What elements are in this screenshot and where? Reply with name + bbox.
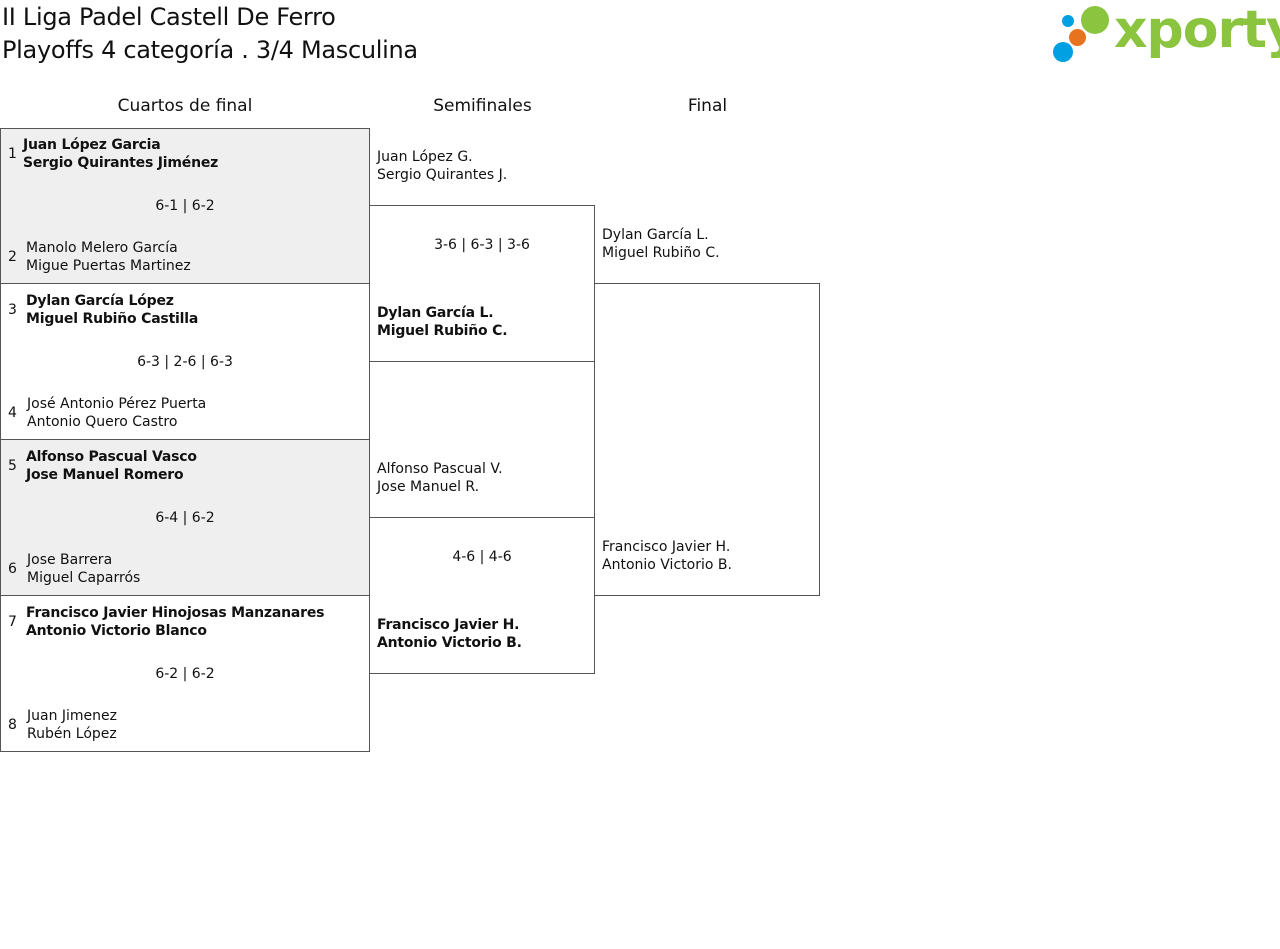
player-name: Jose Barrera xyxy=(27,552,113,568)
player-name: Sergio Quirantes J. xyxy=(377,167,508,183)
semifinal-match-1[interactable]: 3-6 | 6-3 | 3-6 Dylan García L. Miguel R… xyxy=(369,205,595,362)
tournament-title: II Liga Padel Castell De Ferro xyxy=(2,3,336,31)
logo-text: xporty xyxy=(1114,0,1280,60)
player-name: Juan Jimenez xyxy=(27,708,118,724)
team-winner[interactable]: Alfonso Pascual Vasco Jose Manuel Romero xyxy=(26,448,197,484)
xporty-logo[interactable]: xporty xyxy=(1052,0,1280,68)
player-name: Antonio Victorio B. xyxy=(602,557,732,573)
player-name: Sergio Quirantes Jiménez xyxy=(23,155,219,171)
logo-dot-blue-icon xyxy=(1053,42,1073,62)
player-name: Antonio Quero Castro xyxy=(27,414,178,430)
player-name: Miguel Rubiño C. xyxy=(602,245,720,261)
player-name: Jose Manuel R. xyxy=(377,479,480,495)
team-winner[interactable]: Dylan García L. Miguel Rubiño C. xyxy=(377,304,508,340)
semifinal-match-2[interactable]: 4-6 | 4-6 Francisco Javier H. Antonio Vi… xyxy=(369,517,595,674)
team-winner[interactable]: Francisco Javier H. Antonio Victorio B. xyxy=(377,616,522,652)
match-score: 6-4 | 6-2 xyxy=(155,510,215,526)
quarterfinal-match-1[interactable]: 1 Juan López Garcia Sergio Quirantes Jim… xyxy=(0,128,370,284)
logo-dot-blue-small-icon xyxy=(1062,15,1074,27)
team-loser[interactable]: Manolo Melero García Migue Puertas Marti… xyxy=(26,239,191,275)
final-team-top[interactable]: Dylan García L. Miguel Rubiño C. xyxy=(602,226,720,262)
team-winner[interactable]: Francisco Javier Hinojosas Manzanares An… xyxy=(26,604,324,640)
quarterfinal-match-4[interactable]: 7 Francisco Javier Hinojosas Manzanares … xyxy=(0,595,370,752)
match-score: 4-6 | 4-6 xyxy=(452,549,512,565)
team-loser[interactable]: Juan Jimenez Rubén López xyxy=(27,707,117,743)
player-name: Dylan García López xyxy=(26,293,174,309)
match-score: 6-1 | 6-2 xyxy=(155,198,215,214)
quarterfinal-match-3[interactable]: 5 Alfonso Pascual Vasco Jose Manuel Rome… xyxy=(0,439,370,596)
player-name: Francisco Javier H. xyxy=(377,617,520,633)
quarterfinal-match-2[interactable]: 3 Dylan García López Miguel Rubiño Casti… xyxy=(0,283,370,440)
team-winner[interactable]: Juan López Garcia Sergio Quirantes Jimén… xyxy=(23,136,218,172)
player-name: Migue Puertas Martinez xyxy=(26,258,191,274)
team-loser[interactable]: Jose Barrera Miguel Caparrós xyxy=(27,551,140,587)
team-loser[interactable]: José Antonio Pérez Puerta Antonio Quero … xyxy=(27,395,206,431)
seed-number: 5 xyxy=(8,458,17,474)
player-name: José Antonio Pérez Puerta xyxy=(27,396,207,412)
match-score: 6-3 | 2-6 | 6-3 xyxy=(137,354,233,370)
player-name: Juan López Garcia xyxy=(23,137,161,153)
seed-number: 8 xyxy=(8,717,17,733)
player-name: Manolo Melero García xyxy=(26,240,178,256)
player-name: Antonio Victorio B. xyxy=(377,635,522,651)
semifinal-1-team-top[interactable]: Juan López G. Sergio Quirantes J. xyxy=(377,148,507,184)
round-header-semifinals: Semifinales xyxy=(433,96,532,116)
player-name: Alfonso Pascual V. xyxy=(377,461,503,477)
tournament-subtitle: Playoffs 4 categoría . 3/4 Masculina xyxy=(2,36,418,64)
logo-dot-green-icon xyxy=(1081,6,1109,34)
player-name: Alfonso Pascual Vasco xyxy=(26,449,197,465)
seed-number: 1 xyxy=(8,146,17,162)
player-name: Juan López G. xyxy=(377,149,473,165)
player-name: Jose Manuel Romero xyxy=(26,467,184,483)
seed-number: 2 xyxy=(8,249,17,265)
round-header-final: Final xyxy=(687,96,728,116)
team-winner[interactable]: Dylan García López Miguel Rubiño Castill… xyxy=(26,292,198,328)
logo-dot-orange-icon xyxy=(1069,29,1086,46)
player-name: Dylan García L. xyxy=(602,227,709,243)
player-name: Francisco Javier H. xyxy=(602,539,731,555)
seed-number: 6 xyxy=(8,561,17,577)
round-header-quarterfinals: Cuartos de final xyxy=(117,96,253,116)
seed-number: 7 xyxy=(8,614,17,630)
player-name: Miguel Rubiño C. xyxy=(377,323,508,339)
player-name: Miguel Caparrós xyxy=(27,570,141,586)
semifinal-2-team-top[interactable]: Alfonso Pascual V. Jose Manuel R. xyxy=(377,460,503,496)
player-name: Francisco Javier Hinojosas Manzanares xyxy=(26,605,325,621)
player-name: Miguel Rubiño Castilla xyxy=(26,311,199,327)
player-name: Rubén López xyxy=(27,726,117,742)
player-name: Antonio Victorio Blanco xyxy=(26,623,207,639)
seed-number: 4 xyxy=(8,405,17,421)
player-name: Dylan García L. xyxy=(377,305,494,321)
final-team-bottom[interactable]: Francisco Javier H. Antonio Victorio B. xyxy=(602,538,732,574)
seed-number: 3 xyxy=(8,302,17,318)
match-score: 6-2 | 6-2 xyxy=(155,666,215,682)
match-score: 3-6 | 6-3 | 3-6 xyxy=(434,237,530,253)
final-match[interactable]: Francisco Javier H. Antonio Victorio B. xyxy=(594,283,820,596)
